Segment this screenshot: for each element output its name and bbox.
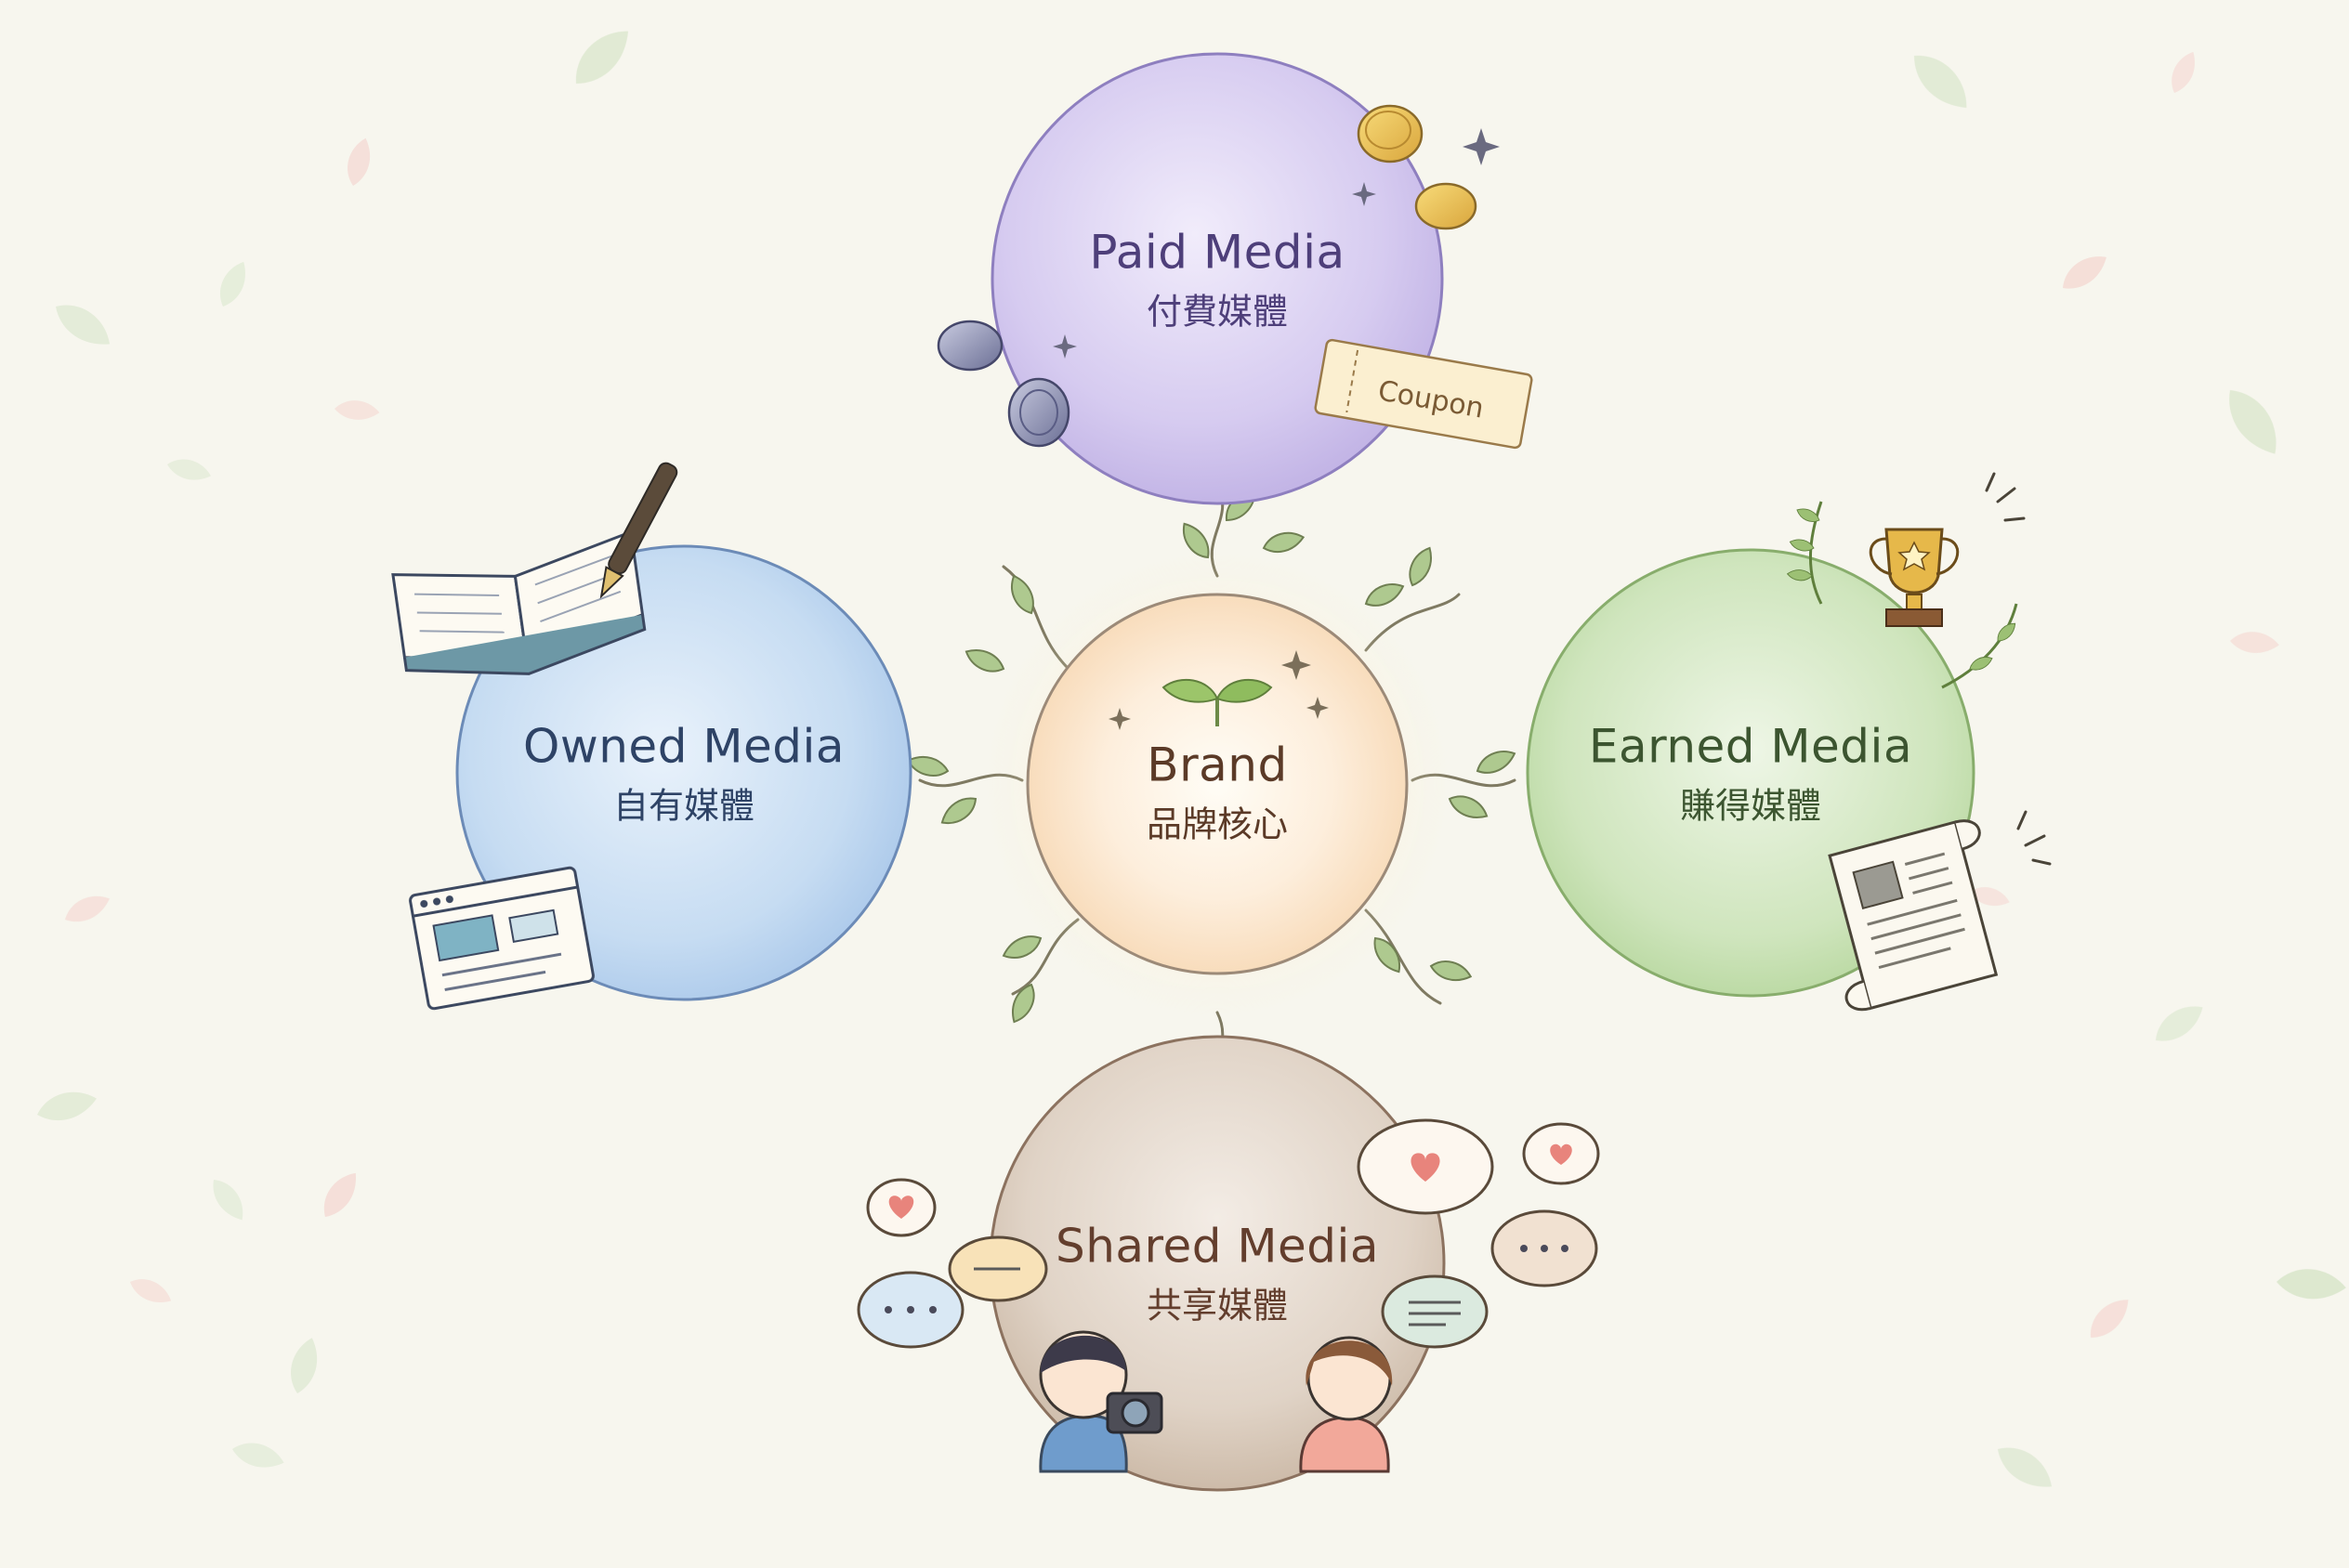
earned-media-title: Earned Media: [1588, 719, 1913, 774]
paid-media-title: Paid Media: [1089, 225, 1345, 280]
laurel-icon: [1786, 501, 2020, 689]
sparkle-icon: [1109, 650, 1329, 730]
sprout-icon: [1161, 679, 1273, 726]
coupon-icon: [1314, 338, 1533, 450]
camera-icon: [1106, 1392, 1163, 1434]
person-icon: [1039, 1330, 1128, 1473]
sparkle-icon: [1053, 128, 1500, 359]
trophy-icon: [1869, 528, 1960, 627]
person-icon: [1299, 1336, 1393, 1473]
newspaper-icon: [1828, 819, 1999, 1012]
browser-window-icon: [409, 866, 595, 1011]
owned-media-title: Owned Media: [522, 719, 846, 774]
owned-media-label: Owned Media 自有媒體: [523, 718, 845, 830]
paid-media-subtitle: 付費媒體: [1146, 291, 1288, 333]
owned-media-subtitle: 自有媒體: [612, 785, 755, 827]
earned-media-subtitle: 賺得媒體: [1679, 785, 1822, 827]
speech-bubble-icon: [857, 1118, 1600, 1349]
shared-media-subtitle: 共享媒體: [1146, 1285, 1288, 1326]
shared-media-label: Shared Media 共享媒體: [1056, 1218, 1379, 1330]
bubble-lines: [974, 1267, 1461, 1326]
coin-icon: [937, 104, 1477, 448]
paid-media-label: Paid Media 付費媒體: [1089, 224, 1345, 336]
shared-media-title: Shared Media: [1055, 1219, 1380, 1274]
brand-circle: [1026, 593, 1409, 975]
heart-icon: [888, 1143, 1572, 1219]
brand-subtitle: 品牌核心: [1146, 804, 1289, 845]
bubble-dots: [885, 1245, 1568, 1313]
brand-title: Brand: [1147, 738, 1288, 792]
brand-label: Brand 品牌核心: [1147, 737, 1288, 849]
pen-icon: [599, 462, 678, 599]
spark-lines: [1985, 472, 2052, 866]
earned-media-label: Earned Media 賺得媒體: [1589, 718, 1912, 830]
